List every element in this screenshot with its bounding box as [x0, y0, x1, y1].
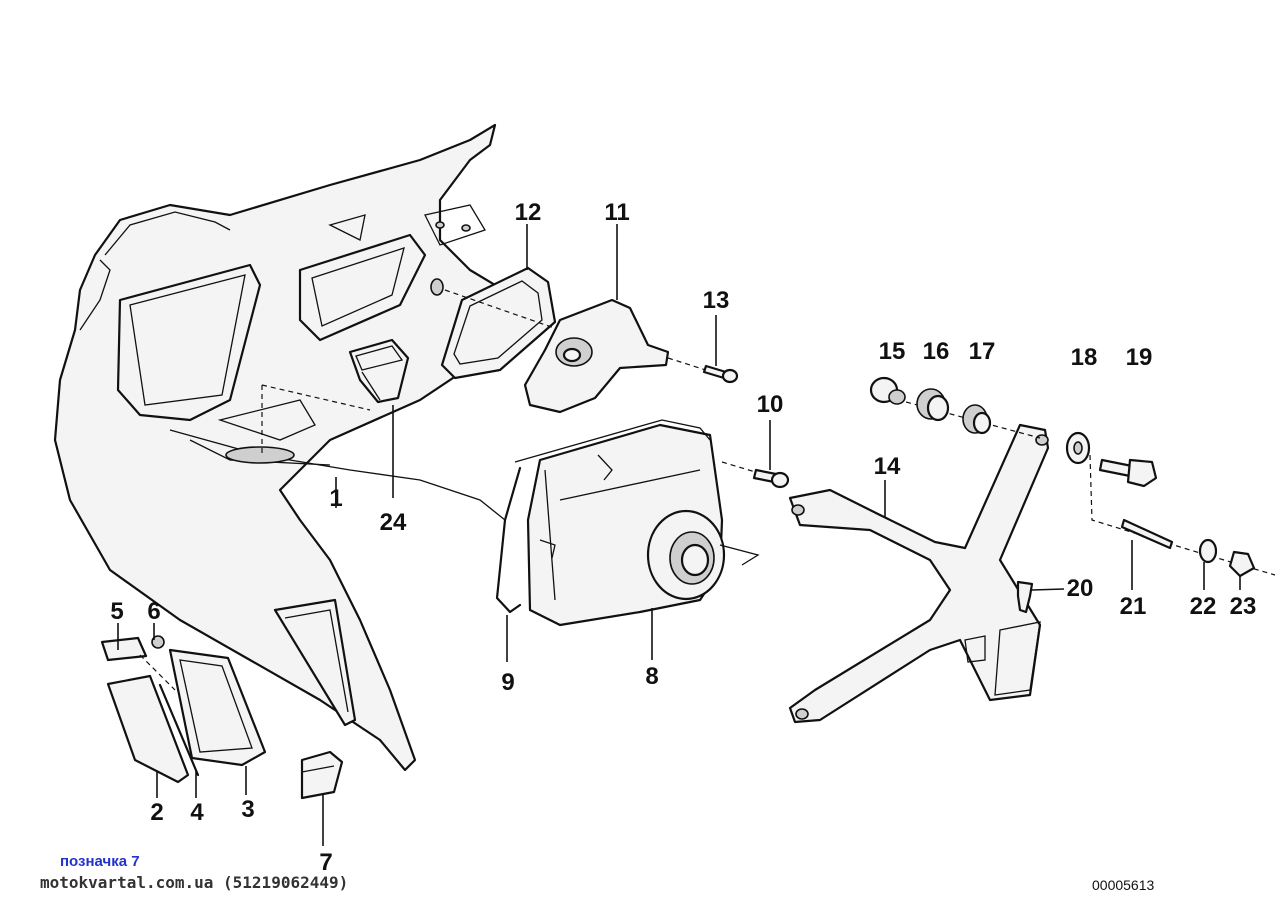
mounting-hardware [869, 376, 1158, 488]
callout-8: 8 [645, 663, 658, 690]
callout-10: 10 [757, 391, 784, 418]
callout-7: 7 [319, 849, 332, 876]
air-duct [261, 338, 410, 455]
callout-13: 13 [703, 287, 730, 314]
stud-hardware [1016, 518, 1256, 614]
headlight-screw [752, 468, 790, 489]
callout-23: 23 [1230, 593, 1257, 620]
callout-6: 6 [147, 598, 160, 625]
diagram-reference-number: 00005613 [1092, 877, 1155, 893]
callout-19: 19 [1126, 344, 1153, 371]
headlight-unit [495, 419, 763, 627]
callout-3: 3 [241, 796, 254, 823]
callout-5: 5 [110, 598, 123, 625]
headlight-seal [440, 266, 561, 380]
callout-16: 16 [923, 338, 950, 365]
bracket-screw [702, 364, 739, 384]
callout-numbers: 1 2 3 4 5 6 7 8 9 10 11 12 13 14 15 16 1… [110, 199, 1256, 876]
clip [300, 750, 344, 800]
callout-17: 17 [969, 338, 996, 365]
callout-11: 11 [604, 199, 629, 226]
site-watermark: motokvartal.com.ua (51219062449) [40, 873, 349, 892]
callout-15: 15 [879, 338, 906, 365]
callout-24: 24 [380, 509, 407, 536]
callout-4: 4 [190, 799, 204, 826]
headlight-bracket [523, 298, 713, 414]
callout-9: 9 [501, 669, 514, 696]
fairing-shell [53, 123, 542, 772]
callout-21: 21 [1120, 593, 1147, 620]
callout-18: 18 [1071, 344, 1098, 371]
diagram-label: позначка 7 [60, 853, 140, 870]
callout-12: 12 [515, 199, 542, 226]
callout-22: 22 [1190, 593, 1217, 620]
callout-20: 20 [1067, 575, 1094, 602]
side-cover-assembly [100, 635, 267, 784]
callout-14: 14 [874, 453, 901, 480]
callout-1: 1 [329, 485, 342, 512]
callout-2: 2 [150, 799, 163, 826]
leader-lines [117, 224, 1241, 846]
